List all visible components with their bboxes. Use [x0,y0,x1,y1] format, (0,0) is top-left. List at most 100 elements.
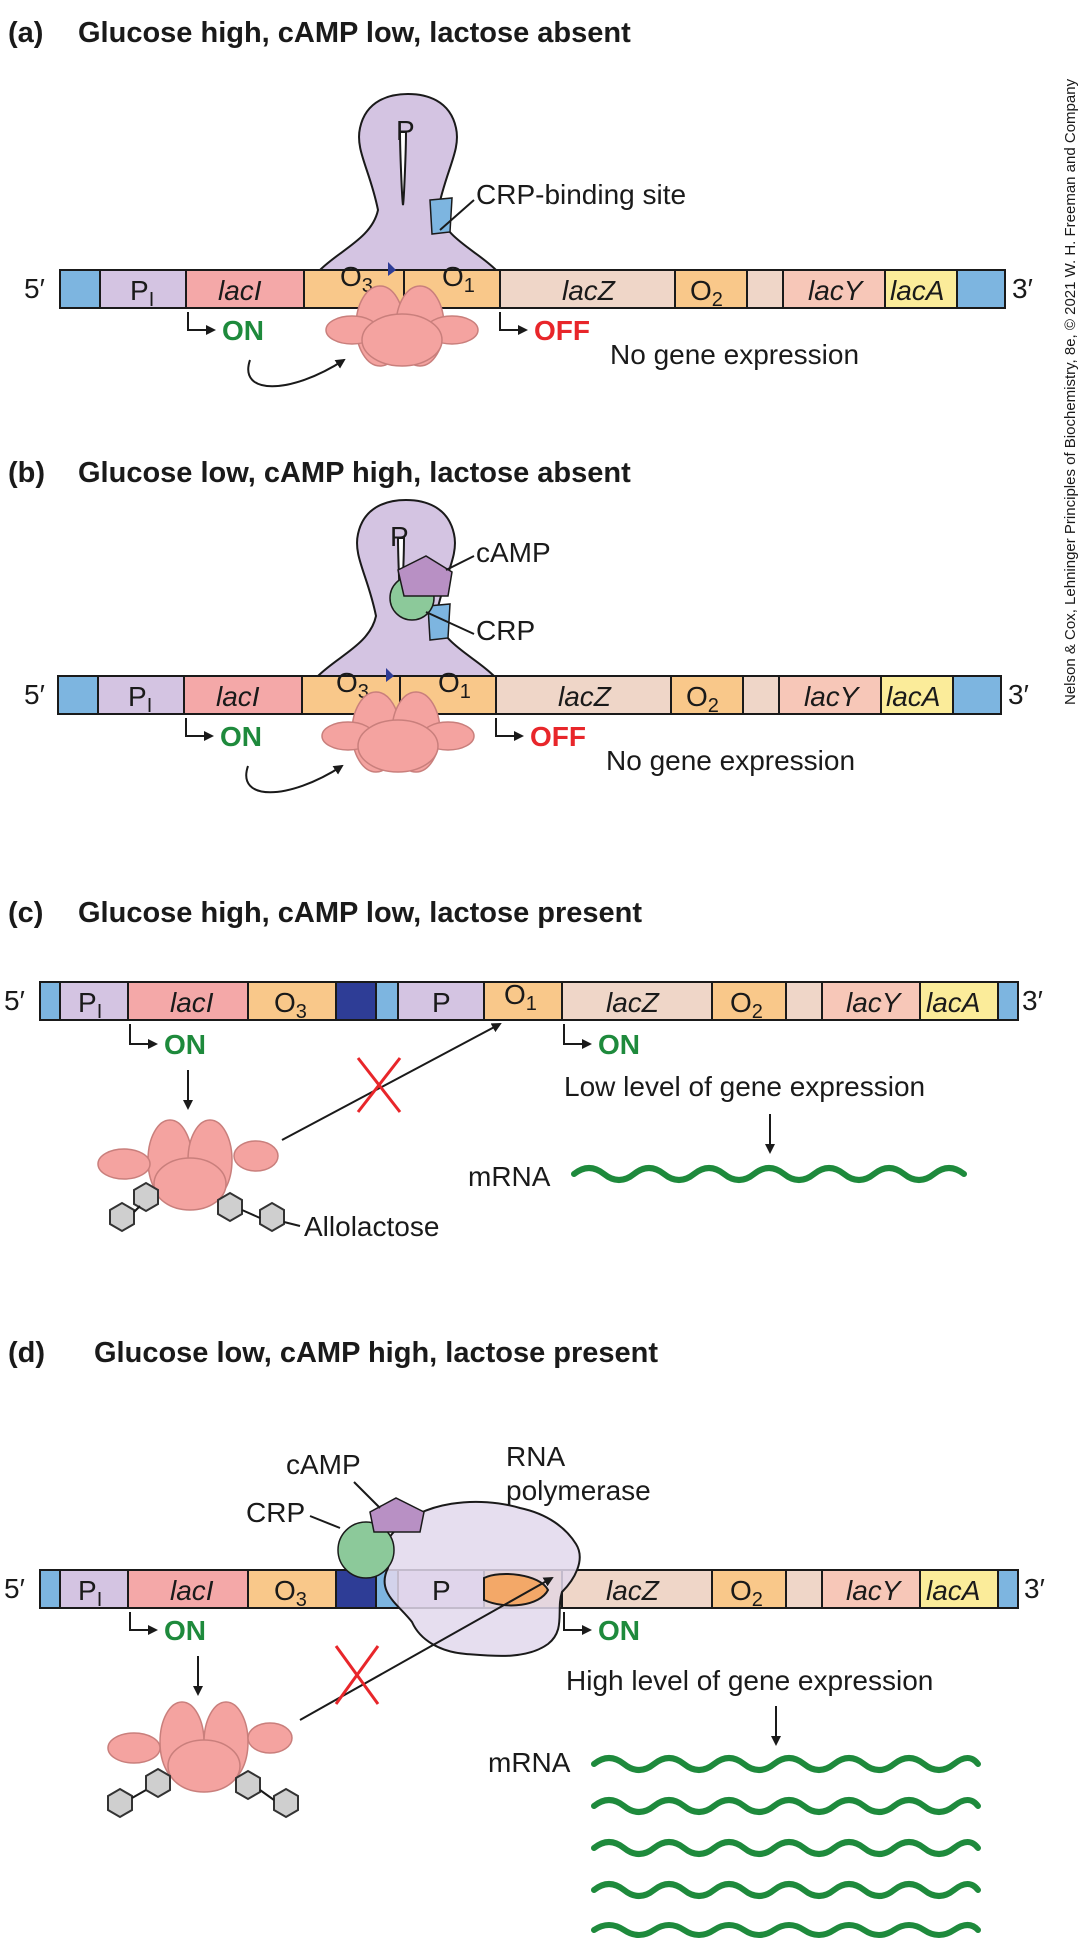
o1-label: O1 [442,261,475,297]
lacz-on-label: ON [598,1615,640,1646]
lacy-label: lacY [804,681,861,712]
lacy-label: lacY [846,987,903,1018]
pi-label: PI [78,1575,102,1611]
o3-label: O3 [274,1575,307,1611]
camp-label: cAMP [476,537,551,568]
panel-a: (a) Glucose high, cAMP low, lactose abse… [8,17,1033,388]
panel-c-letter: (c) [8,897,43,929]
mrna-strand [591,1755,981,1773]
mrna-label: mRNA [488,1747,571,1778]
laci-on-label: ON [220,721,262,752]
panel-a-letter: (a) [8,17,43,49]
laca-label: lacA [890,275,944,306]
no-expression-label: No gene expression [606,745,855,776]
panel-d: (d) Glucose low, cAMP high, lactose pres… [4,1337,1045,1938]
lacz-label: lacZ [558,681,612,712]
panel-b-title: Glucose low, cAMP high, lactose absent [78,457,631,489]
laci-label: lacI [216,681,260,712]
mrna-strand [591,1922,981,1938]
o1-label: O1 [504,979,537,1015]
lacz-label: lacZ [606,987,660,1018]
mrna-strand [571,1165,967,1183]
lac-repressor [321,691,475,773]
o3-label: O3 [274,987,307,1023]
p-loop-label: P [390,521,409,552]
lacz-label: lacZ [562,275,616,306]
laci-on-label: ON [164,1029,206,1060]
five-prime-label: 5′ [24,273,45,304]
dna-strand [39,1569,1019,1609]
dna-strand [57,675,1002,715]
blocked-cross [334,1645,380,1705]
o3-label: O3 [340,261,373,297]
lacz-off-label: OFF [534,315,590,346]
o2-label: O2 [686,681,719,717]
o2-label: O2 [730,1575,763,1611]
lac-repressor [97,1119,279,1211]
p-label: P [432,987,451,1018]
p-loop-label: P [396,115,415,146]
crp-label: CRP [246,1497,305,1528]
no-expression-label: No gene expression [610,339,859,370]
pi-label: PI [128,681,152,717]
laci-on-label: ON [222,315,264,346]
rnap-label-line2: polymerase [506,1475,651,1506]
blocked-cross [356,1057,402,1113]
camp-label: cAMP [286,1449,361,1480]
five-prime-label: 5′ [4,985,25,1016]
o2-label: O2 [690,275,723,311]
pi-label: PI [78,987,102,1023]
allolactose-molecules [107,1767,299,1819]
mrna-label: mRNA [468,1161,551,1192]
lacy-label: lacY [808,275,865,306]
three-prime-label: 3′ [1022,985,1043,1016]
camp-molecule [397,555,453,597]
panel-c-title: Glucose high, cAMP low, lactose present [78,897,642,929]
dna-strand [39,981,1019,1021]
panel-b: (b) Glucose low, cAMP high, lactose abse… [8,457,1029,794]
lac-repressor [107,1701,293,1793]
rnap-label-line1: RNA [506,1441,565,1472]
panel-d-title: Glucose low, cAMP high, lactose present [94,1337,658,1369]
expression-level-label: High level of gene expression [566,1665,933,1696]
laca-label: lacA [886,681,940,712]
laca-label: lacA [926,1575,980,1606]
figure-credit: Nelson & Cox, Lehninger Principles of Bi… [1062,78,1079,705]
panel-c: (c) Glucose high, cAMP low, lactose pres… [4,897,1043,1242]
three-prime-label: 3′ [1024,1573,1045,1604]
five-prime-label: 5′ [24,679,45,710]
mrna-strand [591,1881,981,1899]
lacy-label: lacY [846,1575,903,1606]
o2-label: O2 [730,987,763,1023]
rna-polymerase [383,1500,581,1657]
lacz-on-label: ON [598,1029,640,1060]
crp-protein [337,1521,395,1579]
laci-label: lacI [218,275,262,306]
camp-molecule [369,1497,425,1533]
lacz-off-label: OFF [530,721,586,752]
three-prime-label: 3′ [1008,679,1029,710]
allolactose-molecules [109,1181,285,1233]
panel-d-letter: (d) [8,1337,45,1369]
allolactose-label: Allolactose [304,1211,439,1242]
crp-binding-site-label: CRP-binding site [476,179,686,210]
lacz-label: lacZ [606,1575,660,1606]
mrna-strands [591,1755,981,1938]
lac-repressor [325,285,479,367]
three-prime-label: 3′ [1012,273,1033,304]
crp-label: CRP [476,615,535,646]
dna-strand [59,269,1006,309]
pi-label: PI [130,275,154,311]
mrna-strand [591,1797,981,1815]
panel-b-letter: (b) [8,457,45,489]
laci-on-label: ON [164,1615,206,1646]
laci-label: lacI [170,987,214,1018]
o1-label: O1 [438,667,471,703]
laci-label: lacI [170,1575,214,1606]
panel-a-title: Glucose high, cAMP low, lactose absent [78,17,631,49]
laca-label: lacA [926,987,980,1018]
o3-label: O3 [336,667,369,703]
expression-level-label: Low level of gene expression [564,1071,925,1102]
five-prime-label: 5′ [4,1573,25,1604]
